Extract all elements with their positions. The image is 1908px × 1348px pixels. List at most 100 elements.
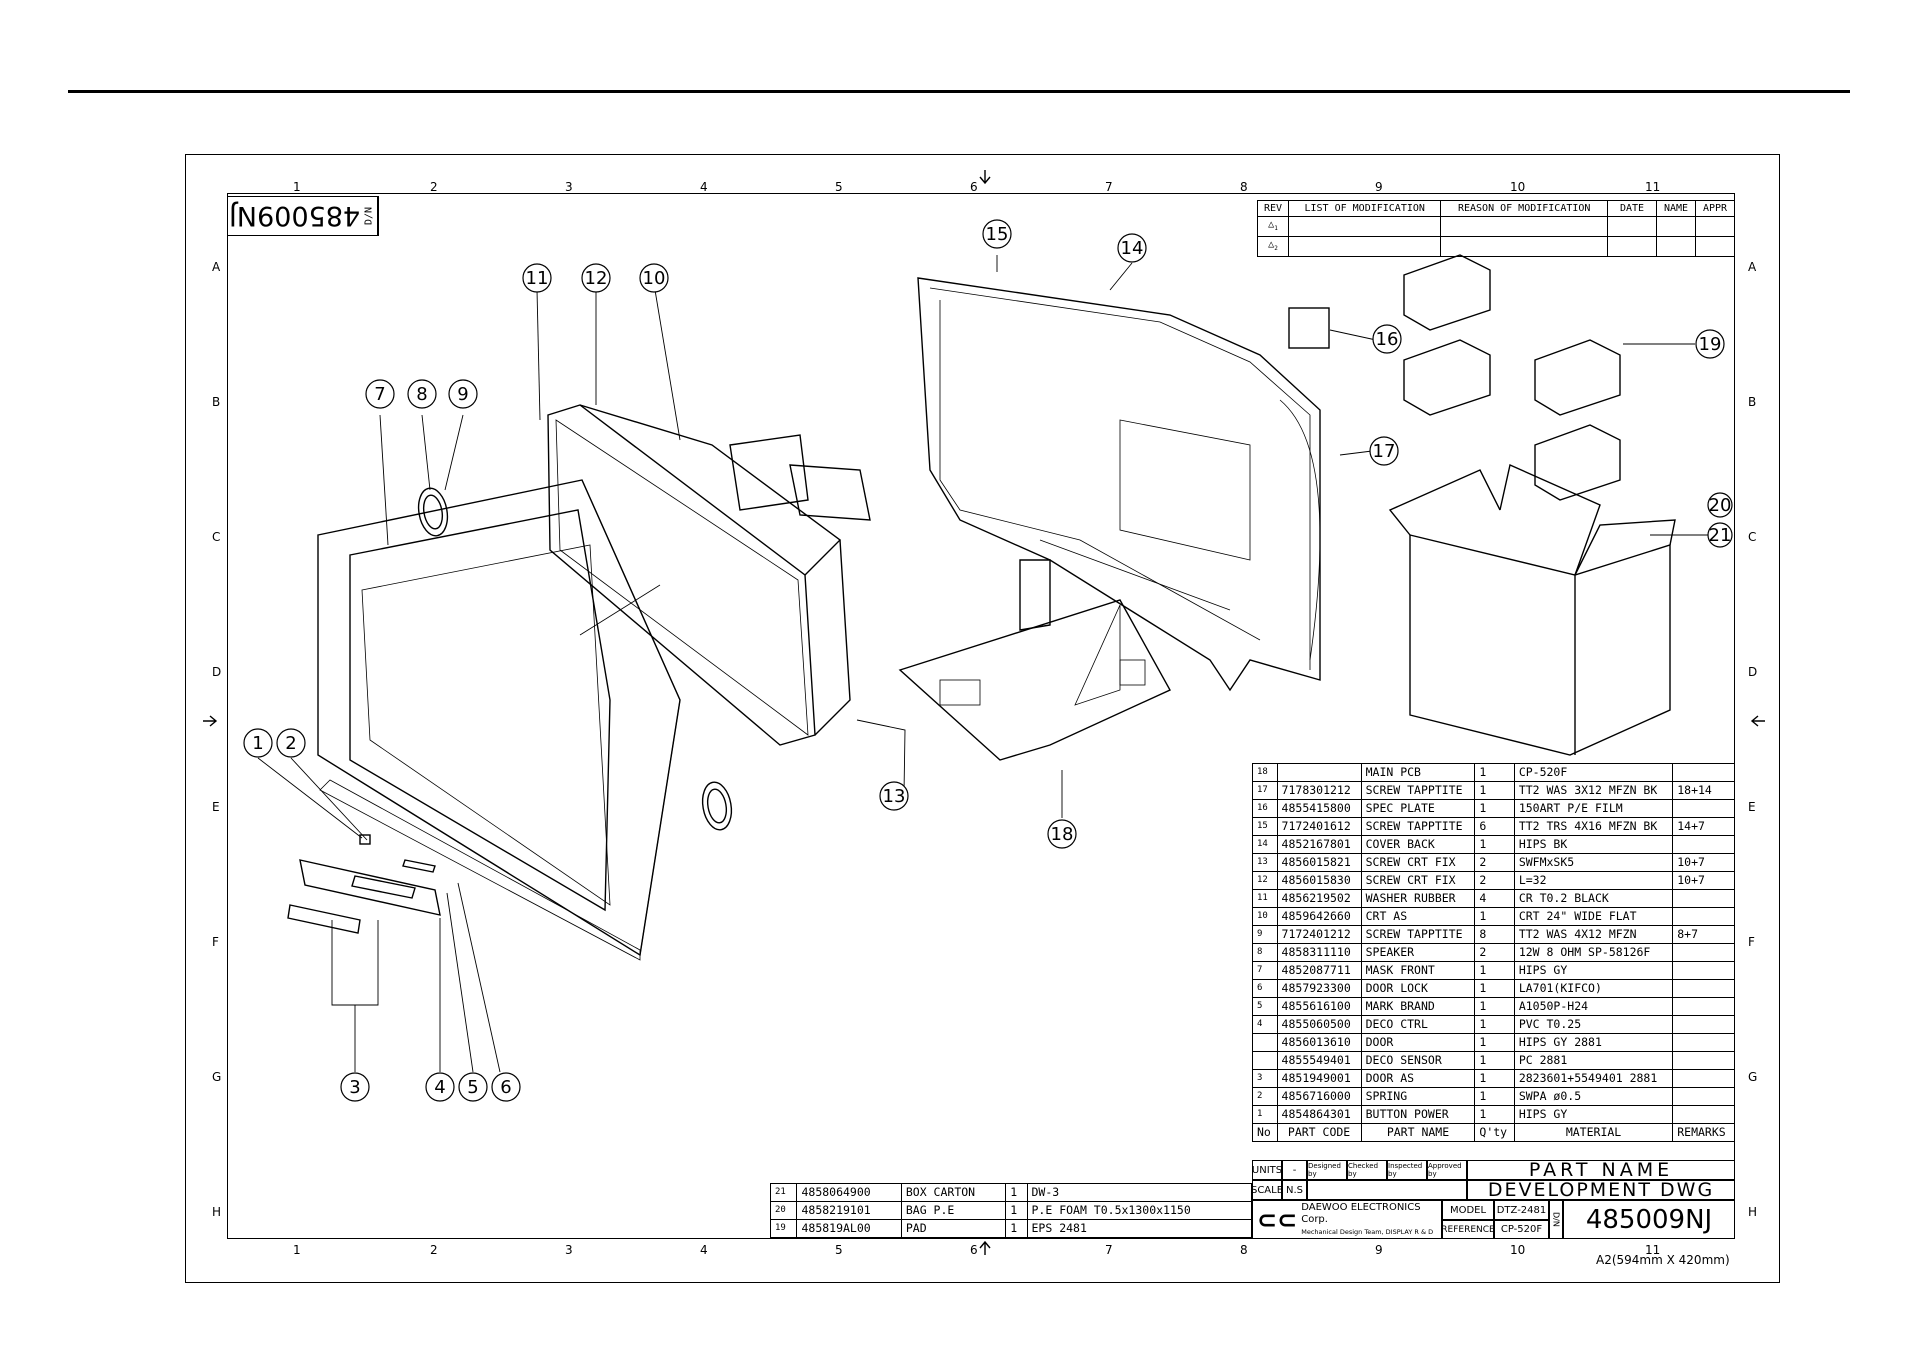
parts-cell: 8 — [1252, 943, 1278, 962]
crt-part — [547, 404, 871, 746]
parts-cell — [1672, 799, 1735, 818]
packing-cell: PAD — [900, 1219, 1007, 1238]
packing-cell: 4858219101 — [796, 1201, 902, 1220]
parts-cell: 150ART P/E FILM — [1513, 799, 1674, 818]
rev-header: DATE — [1607, 200, 1657, 217]
packing-cell: EPS 2481 — [1026, 1219, 1252, 1238]
parts-header: REMARKS — [1672, 1123, 1735, 1142]
parts-cell: 1 — [1474, 1051, 1515, 1070]
box-carton-part — [1388, 464, 1676, 756]
door-assembly-parts — [287, 834, 441, 934]
parts-cell: MARK BRAND — [1360, 997, 1476, 1016]
parts-cell: 4856716000 — [1276, 1087, 1362, 1106]
parts-cell — [1672, 943, 1735, 962]
parts-cell: 4851949001 — [1276, 1069, 1362, 1088]
callout-6: 6 — [491, 1072, 521, 1102]
callout-1: 1 — [243, 728, 273, 758]
callout-18: 18 — [1047, 819, 1077, 849]
parts-cell: 5 — [1252, 997, 1278, 1016]
parts-cell: 4 — [1252, 1015, 1278, 1034]
drawing-frame — [227, 193, 1735, 1239]
parts-cell: 18 — [1252, 763, 1278, 782]
parts-cell: SWFMxSK5 — [1513, 853, 1674, 872]
checked-by: Checked by — [1347, 1160, 1387, 1180]
parts-cell: 16 — [1252, 799, 1278, 818]
parts-cell — [1672, 997, 1735, 1016]
parts-cell — [1672, 907, 1735, 926]
parts-cell: DOOR AS — [1360, 1069, 1476, 1088]
packing-cell: 19 — [769, 1219, 798, 1238]
callout-21: 21 — [1707, 522, 1733, 548]
parts-cell: 10 — [1252, 907, 1278, 926]
parts-cell: CR T0.2 BLACK — [1513, 889, 1674, 908]
zone-column-label: 4 — [700, 180, 708, 194]
zone-row-label: G — [1748, 1070, 1758, 1084]
parts-cell: 1 — [1252, 1105, 1278, 1124]
parts-cell: 1 — [1474, 1087, 1515, 1106]
zone-column-label: 8 — [1240, 1243, 1248, 1257]
callout-8: 8 — [407, 379, 437, 409]
parts-header: MATERIAL — [1513, 1123, 1674, 1142]
packing-cell: BOX CARTON — [900, 1183, 1007, 1202]
units-value: - — [1282, 1160, 1307, 1180]
parts-cell — [1672, 1087, 1735, 1106]
parts-cell: 4855415800 — [1276, 799, 1362, 818]
zone-row-label: E — [212, 800, 220, 814]
rev-triangle-icon: △2 — [1257, 236, 1289, 257]
parts-cell: 6 — [1252, 979, 1278, 998]
parts-cell: HIPS GY — [1513, 961, 1674, 980]
zone-column-label: 6 — [970, 180, 978, 194]
parts-cell: 4 — [1474, 889, 1515, 908]
part-name-label: PART NAME — [1467, 1159, 1735, 1181]
parts-cell: 12 — [1252, 871, 1278, 890]
callout-7: 7 — [365, 379, 395, 409]
callout-15: 15 — [982, 219, 1012, 249]
inspected-by: Inspected by — [1387, 1160, 1427, 1180]
parts-cell: 1 — [1474, 979, 1515, 998]
callout-number: 19 — [1699, 334, 1722, 355]
parts-cell: SPEAKER — [1360, 943, 1476, 962]
parts-cell: 1 — [1474, 907, 1515, 926]
parts-cell — [1276, 763, 1362, 782]
paper-size: A2(594mm X 420mm) — [1596, 1253, 1730, 1267]
leader-lines — [257, 255, 1708, 1073]
zone-column-label: 2 — [430, 180, 438, 194]
zone-column-label: 9 — [1375, 1243, 1383, 1257]
left-center-arrow — [203, 715, 218, 727]
main-pcb-part — [898, 559, 1171, 761]
callout-number: 8 — [416, 384, 427, 405]
callout-5: 5 — [458, 1072, 488, 1102]
callout-number: 18 — [1051, 824, 1074, 845]
parts-cell: 4852087711 — [1276, 961, 1362, 980]
parts-cell: SPRING — [1360, 1087, 1476, 1106]
department: Mechanical Design Team, DISPLAY R & D — [1301, 1227, 1434, 1236]
zone-row-label: F — [1748, 935, 1755, 949]
zone-row-label: H — [212, 1205, 222, 1219]
callout-number: 6 — [500, 1077, 511, 1098]
mask-front-part — [317, 479, 681, 961]
callout-16: 16 — [1372, 324, 1402, 354]
parts-cell: SCREW CRT FIX — [1360, 871, 1476, 890]
parts-cell: 4855616100 — [1276, 997, 1362, 1016]
reference-value: CP-520F — [1494, 1220, 1549, 1239]
parts-cell: SCREW TAPPTITE — [1360, 925, 1476, 944]
zone-column-label: 11 — [1645, 180, 1661, 194]
parts-header: Q'ty — [1474, 1123, 1515, 1142]
parts-cell: 1 — [1474, 1069, 1515, 1088]
parts-cell: 2 — [1474, 943, 1515, 962]
parts-cell: TT2 TRS 4X16 MFZN BK — [1513, 817, 1674, 836]
parts-cell: 4856015830 — [1276, 871, 1362, 890]
parts-cell: CRT 24" WIDE FLAT — [1513, 907, 1674, 926]
parts-cell: WASHER RUBBER — [1360, 889, 1476, 908]
zone-row-label: A — [1748, 260, 1757, 274]
callout-number: 3 — [349, 1077, 360, 1098]
callout-number: 12 — [585, 268, 608, 289]
